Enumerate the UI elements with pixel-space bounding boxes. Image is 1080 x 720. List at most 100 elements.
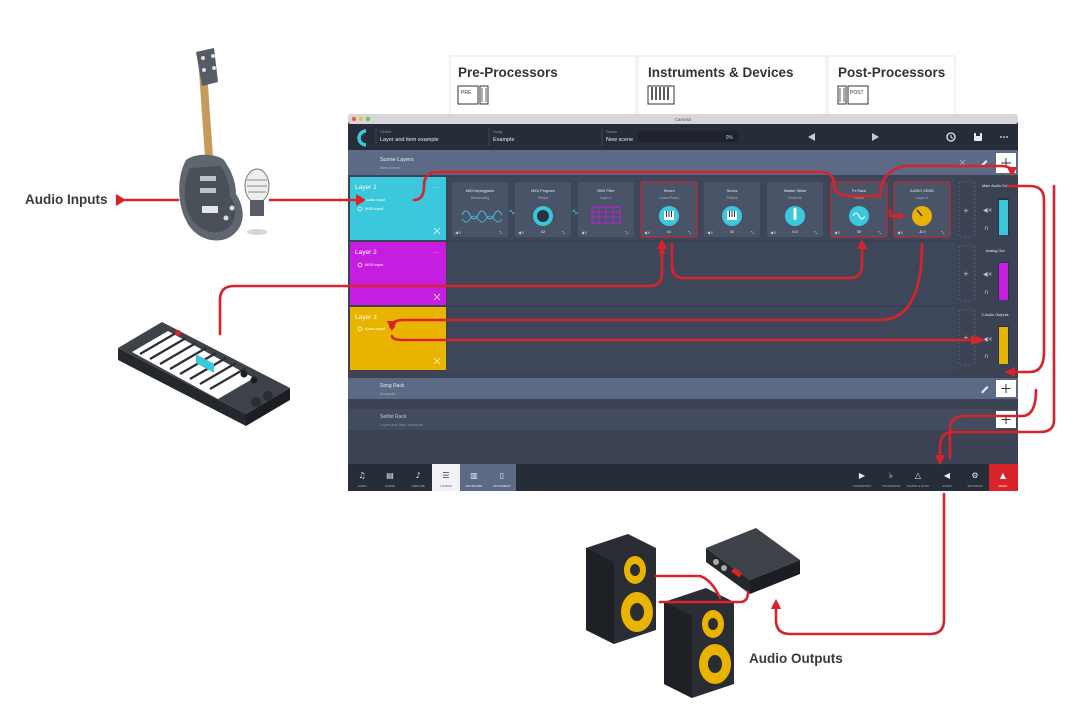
add-device-3-icon: + xyxy=(963,334,969,342)
svg-text:Descending: Descending xyxy=(471,196,490,200)
svg-text:⤡: ⤡ xyxy=(751,230,755,235)
svg-text:◀×: ◀× xyxy=(897,230,903,235)
more-menu-icon[interactable] xyxy=(1000,136,1008,138)
device-nexus[interactable]: Nexus Pianos 42 xyxy=(704,182,760,237)
svg-text:MIDI Filter: MIDI Filter xyxy=(597,189,615,193)
svg-text:Layer 2: Layer 2 xyxy=(600,196,612,200)
keyboard-device-icon xyxy=(647,85,675,105)
svg-text:⤡: ⤡ xyxy=(562,230,566,235)
song-value[interactable]: Example xyxy=(493,137,514,143)
section-title-post: Post-Processors xyxy=(838,65,945,80)
layer-1[interactable]: Layer 1 Audio input MIDI input ··· xyxy=(350,177,446,240)
svg-text:⤡: ⤡ xyxy=(878,230,882,235)
history-icon[interactable] xyxy=(946,132,956,142)
svg-text:Drum kit: Drum kit xyxy=(788,196,801,200)
svg-text:⤡: ⤡ xyxy=(625,230,629,235)
device-audio-send[interactable]: AUDIO SEND Layer 3 -6.0 xyxy=(893,181,951,238)
device-midi-arpeggiator[interactable]: MIDI Arpeggiator Descending xyxy=(452,182,508,237)
svg-text:Audio input: Audio input xyxy=(365,197,386,202)
output-2-audio[interactable]: 2 Audio Outputs ◀× ∩ xyxy=(981,313,1009,364)
layer-1-expand-icon xyxy=(433,227,441,235)
svg-text:MIDI Program: MIDI Program xyxy=(531,189,555,193)
svg-text:41: 41 xyxy=(667,229,672,234)
toolbar-icons[interactable]: ♫ ▤ ♪ ☰ ▥ ▯ ▶ ♭ △ ◀ ⚙ ▲ xyxy=(358,471,1007,480)
next-scene-icon[interactable] xyxy=(872,133,879,141)
svg-text:Preset: Preset xyxy=(538,196,548,200)
svg-text:◀×: ◀× xyxy=(834,230,840,235)
svg-text:∩: ∩ xyxy=(984,353,988,360)
svg-text:∩: ∩ xyxy=(984,225,988,232)
svg-text:Layer 1: Layer 1 xyxy=(355,184,377,191)
audio-inputs-label: Audio Inputs xyxy=(25,192,107,207)
layer-2-menu-icon: ··· xyxy=(433,250,439,256)
svg-text:Tenore: Tenore xyxy=(663,189,675,193)
toolbar-scene-label: SCENE xyxy=(385,484,395,488)
output-analog[interactable]: Analog Out ◀× ∩ xyxy=(983,249,1009,300)
svg-text:42: 42 xyxy=(730,229,735,234)
setlist-rack-title: Setlist Rack xyxy=(380,414,407,420)
layer-2[interactable]: Layer 2 MIDI input ··· xyxy=(350,242,446,305)
device-tenore[interactable]: Tenore Grand Piano 41 xyxy=(640,181,698,238)
minimize-dot[interactable] xyxy=(358,116,364,122)
song-rack-edit-icon[interactable] xyxy=(981,386,989,394)
toolbar-document-label: DOCUMENT xyxy=(493,484,510,488)
svg-text:Layer 2: Layer 2 xyxy=(355,249,377,256)
toolbar-audio-label: AUDIO xyxy=(942,484,952,488)
svg-text:-6.0: -6.0 xyxy=(919,229,927,234)
svg-text:Nexus: Nexus xyxy=(727,189,738,193)
section-title-instruments: Instruments & Devices xyxy=(648,65,794,80)
svg-text:42: 42 xyxy=(541,229,546,234)
settings-icon: ⚙ xyxy=(971,471,978,480)
svg-text:Master Strike: Master Strike xyxy=(784,189,806,193)
previous-scene-icon[interactable] xyxy=(808,133,815,141)
layer-2-expand-icon xyxy=(433,293,441,301)
app-window: Camelot Setlist Layer and item example S… xyxy=(348,114,1018,491)
song-rack-add-button[interactable] xyxy=(1001,384,1011,393)
svg-text:◀×: ◀× xyxy=(770,230,776,235)
scene-value[interactable]: New scene xyxy=(606,137,633,143)
section-title-pre: Pre-Processors xyxy=(458,65,558,80)
svg-text:Preset: Preset xyxy=(854,196,864,200)
signal-routes xyxy=(116,164,1056,636)
transport-icon: ▶ xyxy=(859,471,866,480)
keyboard-tab-icon: ▥ xyxy=(470,471,478,480)
midi-keyboard-illustration xyxy=(118,322,290,426)
setlist-rack-subtitle: Layer and item example xyxy=(380,422,423,427)
device-card-icons: ◀×⤡ ◀×⤡ ◀×⤡ ◀×⤡ ◀×⤡ ◀×⤡ ◀×⤡ ◀×⤡ xyxy=(455,230,945,235)
output-main[interactable]: Main Audio Out ◀× ∩ xyxy=(982,184,1009,235)
post-icon: POST xyxy=(837,85,869,105)
pre-icon: PRE xyxy=(457,85,489,105)
device-master-strike[interactable]: Master Strike Drum kit 0.0 xyxy=(767,182,823,237)
scene-caption: Scene xyxy=(606,129,618,134)
toolbar-transport-label: TRANSPORT xyxy=(853,484,872,488)
device-midi-program[interactable]: MIDI Program Preset 42 xyxy=(515,182,571,237)
tempo-icon: △ xyxy=(915,471,922,480)
setlist-value[interactable]: Layer and item example xyxy=(380,137,439,143)
zoom-dot[interactable] xyxy=(365,116,371,122)
device-fx-rack[interactable]: Fx Rack Preset 30 xyxy=(830,181,888,238)
audio-icon: ◀ xyxy=(944,471,951,480)
close-dot[interactable] xyxy=(351,116,357,122)
toolbar-panic-label: PANIC xyxy=(999,484,1009,488)
svg-text:∩: ∩ xyxy=(984,289,988,296)
svg-text:◀×: ◀× xyxy=(983,207,993,214)
svg-text:Fx Rack: Fx Rack xyxy=(852,189,866,193)
speaker-right-illustration xyxy=(664,588,734,698)
toolbar-timeline-label: TIMELINE xyxy=(411,484,425,488)
svg-text:⤡: ⤡ xyxy=(499,230,503,235)
chain-connectors xyxy=(508,209,579,215)
setlist-caption: Setlist xyxy=(380,129,392,134)
add-device-slots[interactable] xyxy=(958,181,976,366)
collapse-icon[interactable] xyxy=(959,159,966,166)
svg-text:⤡: ⤡ xyxy=(688,230,692,235)
audio-interface-illustration xyxy=(706,528,800,594)
save-icon[interactable] xyxy=(974,133,982,141)
device-midi-filter[interactable]: MIDI Filter Layer 2 xyxy=(578,182,634,237)
toolbar-transpose-label: TRANSPOSE xyxy=(882,484,901,488)
svg-text:MIDI input: MIDI input xyxy=(365,262,384,267)
toolbar-tempo-label: TEMPO & SYNC xyxy=(907,484,931,488)
svg-text:⤡: ⤡ xyxy=(941,230,945,235)
svg-text:◀×: ◀× xyxy=(707,230,713,235)
scene-layers-subtitle: New scene xyxy=(380,165,401,170)
app-logo-icon[interactable] xyxy=(357,129,367,147)
